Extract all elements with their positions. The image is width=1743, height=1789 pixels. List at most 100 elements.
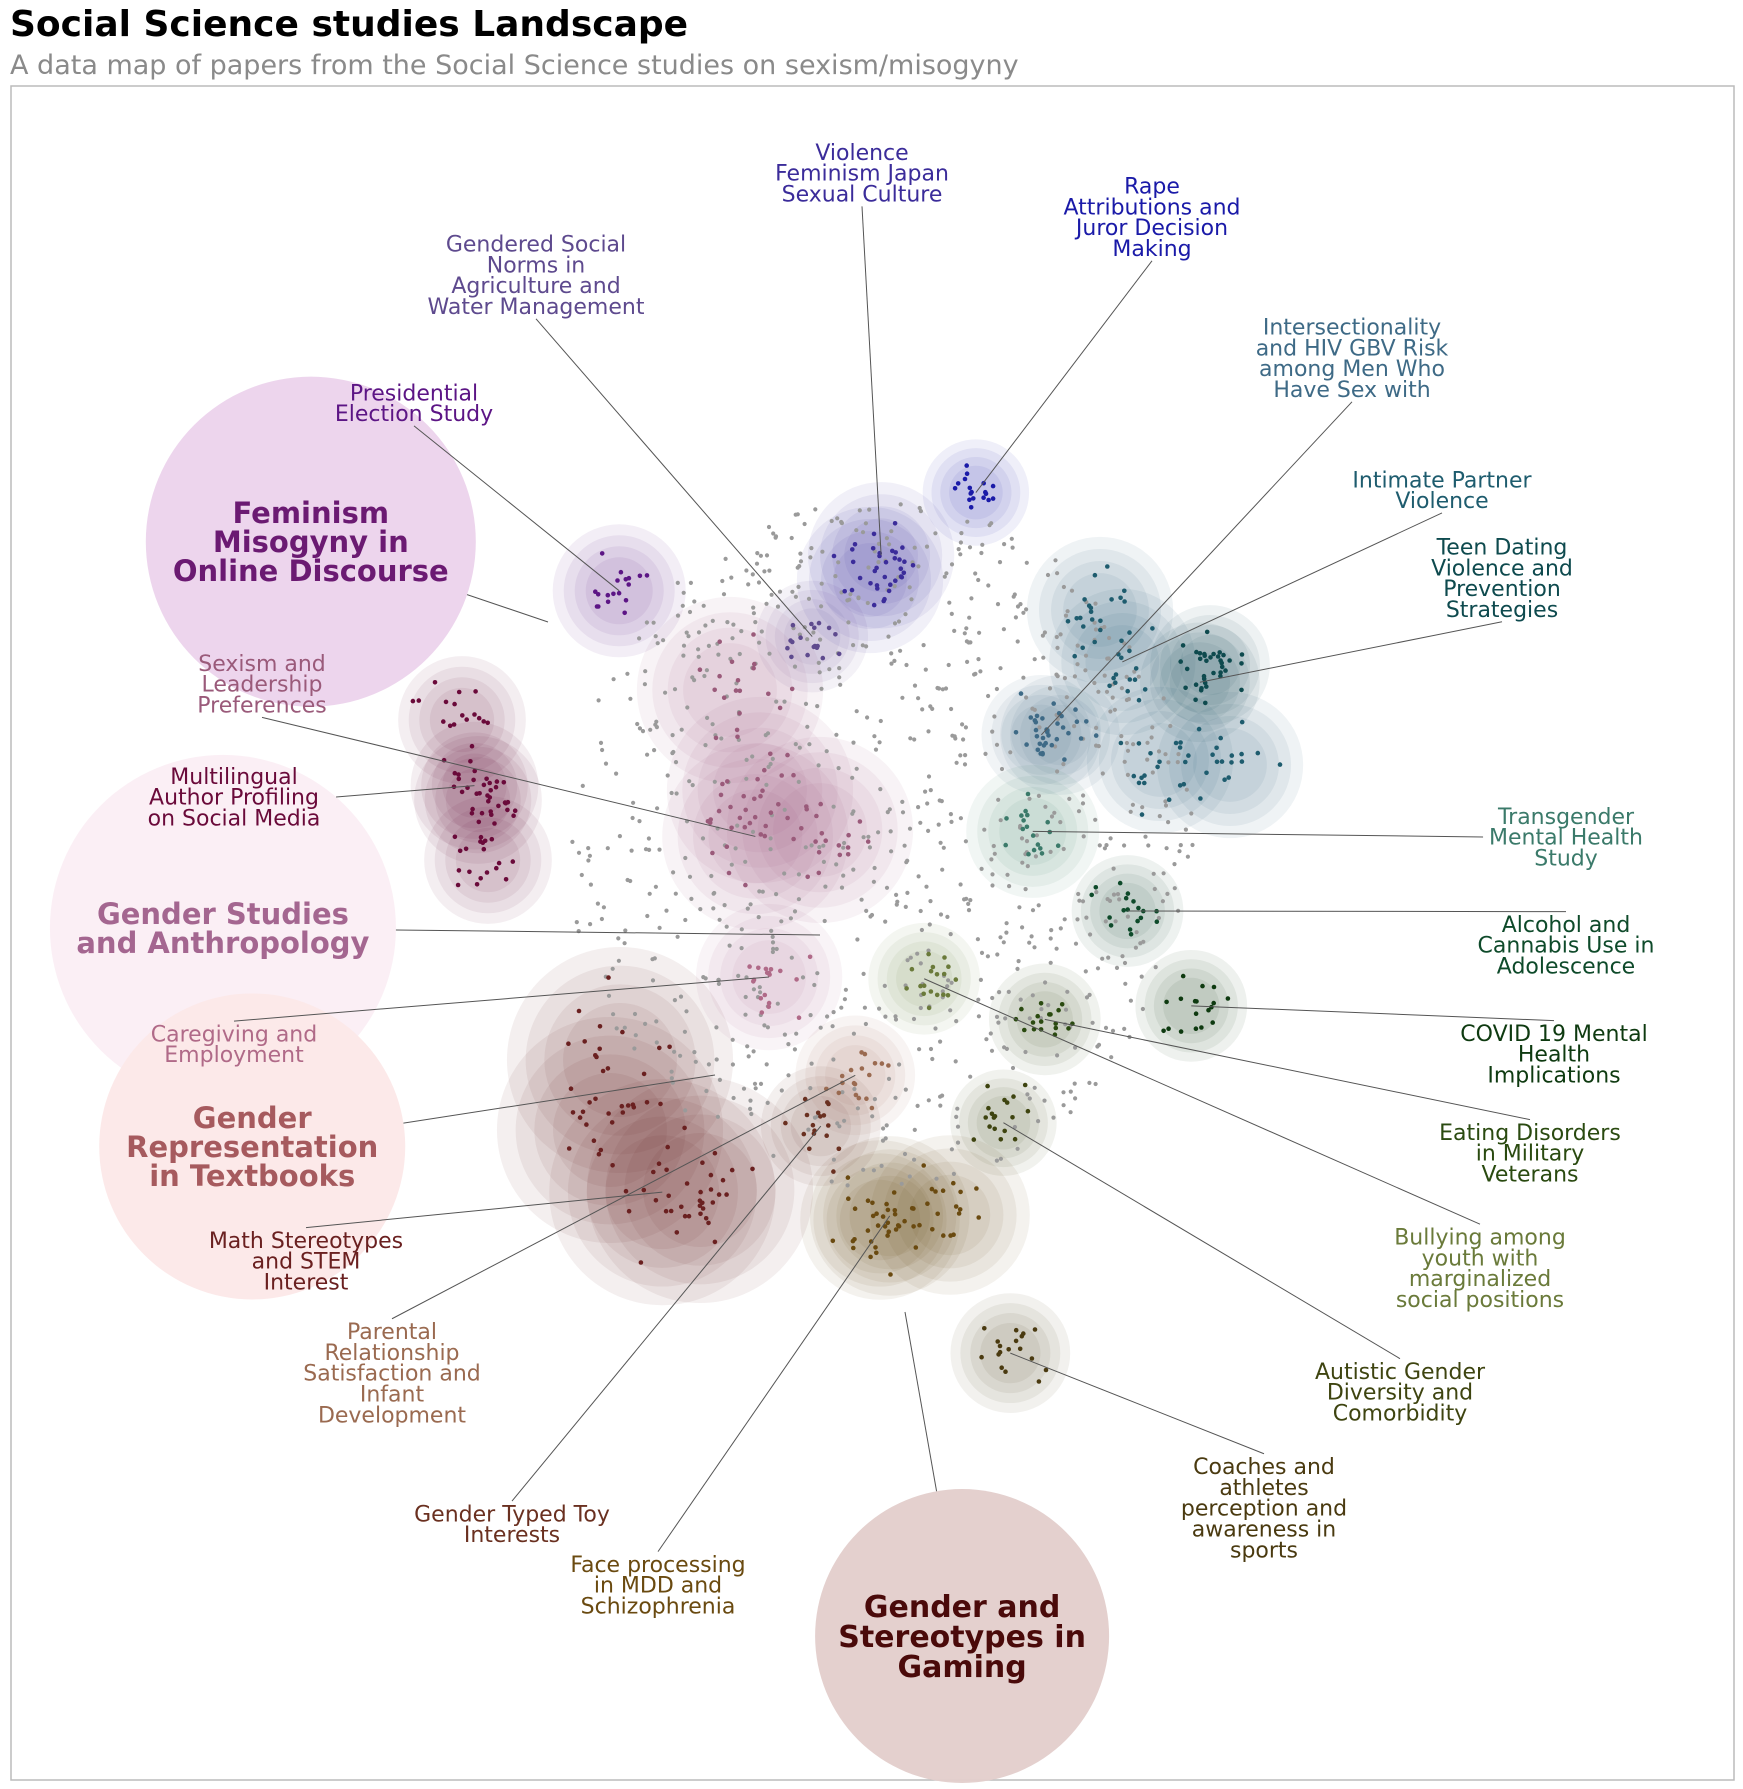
cluster-point-eating-disorders-in-military-veterans [1053, 1025, 1059, 1031]
background-point [979, 550, 984, 556]
cluster-point-multilingual-author-profiling-on-social-media [460, 713, 465, 718]
cluster-point-math-stereotypes-and-stem-interest [750, 1166, 755, 1172]
background-point [1011, 594, 1016, 599]
background-point [749, 1111, 754, 1117]
cluster-point-violence-feminism-japan-sexual-culture [850, 559, 856, 565]
cluster-point-multilingual-author-profiling-on-social-media [478, 834, 484, 840]
background-point [949, 611, 954, 617]
cluster-density-sexism-and-leadership-preferences [713, 743, 807, 837]
background-point [884, 536, 890, 541]
cluster-density-multilingual-author-profiling-on-social-media [419, 677, 505, 763]
background-point [990, 872, 995, 877]
background-point [866, 565, 871, 570]
background-point [893, 1095, 898, 1100]
background-point [819, 686, 824, 691]
background-point [629, 848, 634, 853]
cluster-point-violence-feminism-japan-sexual-culture [900, 545, 905, 550]
background-point [1061, 1103, 1066, 1108]
background-point [989, 857, 994, 862]
background-point [1133, 945, 1138, 950]
cluster-point-math-stereotypes-and-stem-interest [663, 1208, 669, 1214]
background-point [845, 598, 850, 603]
background-point [635, 721, 640, 727]
background-point [883, 919, 888, 924]
cluster-density-multilingual-author-profiling-on-social-media [424, 746, 532, 854]
background-point [923, 667, 928, 672]
cluster-point-violence-feminism-japan-sexual-culture [870, 546, 876, 551]
cluster-point-rape-attributions-and-juror-decision-making [962, 476, 968, 482]
background-point [642, 682, 648, 687]
cluster-point-caregiving-and-employment [747, 964, 752, 969]
cluster-density-multilingual-author-profiling-on-social-media [434, 806, 542, 914]
cluster-point-coaches-and-athletes-perception-and-awareness-in-sports [1021, 1331, 1026, 1336]
background-point [750, 572, 755, 577]
cluster-point-math-stereotypes-and-stem-interest [623, 1188, 629, 1194]
cluster-point-intimate-partner-violence [1183, 759, 1188, 765]
cluster-point-intimate-partner-violence [1118, 740, 1124, 746]
background-point [1096, 1042, 1102, 1047]
background-point [928, 788, 933, 793]
background-point [678, 994, 684, 999]
cluster-point-intimate-partner-violence [1218, 735, 1223, 741]
background-point [959, 531, 964, 536]
background-point [921, 643, 926, 648]
background-point [655, 806, 660, 811]
cluster-point-intimate-partner-violence [1118, 595, 1123, 601]
cluster-leader-gendered-social-norms-in-agriculture-and-water-management [535, 318, 813, 637]
cluster-point-eating-disorders-in-military-veterans [1059, 1002, 1065, 1007]
cluster-point-presidential-election-study [594, 604, 600, 609]
cluster-point-intersectionality-and-hiv-gbv-risk-among-men-who-have-sex-with [1049, 742, 1055, 748]
background-point [1150, 770, 1155, 775]
cluster-point-multilingual-author-profiling-on-social-media [478, 876, 484, 881]
background-point [803, 701, 809, 707]
background-point [1013, 615, 1019, 620]
cluster-point-math-stereotypes-and-stem-interest [625, 1103, 631, 1108]
cluster-density-multilingual-author-profiling-on-social-media [445, 817, 531, 903]
major-topic-leader-gender-representation-in-textbooks [403, 1074, 716, 1124]
background-point [889, 651, 894, 656]
cluster-point-intersectionality-and-hiv-gbv-risk-among-men-who-have-sex-with [1033, 727, 1039, 733]
background-point [928, 899, 933, 904]
background-point [860, 643, 865, 648]
cluster-point-teen-dating-violence-and-prevention-strategies [1204, 684, 1209, 689]
background-point [1102, 846, 1107, 851]
background-point [706, 643, 712, 649]
cluster-point-rape-attributions-and-juror-decision-making [968, 505, 974, 510]
background-point [831, 1057, 836, 1062]
background-point [916, 874, 921, 879]
cluster-point-violence-feminism-japan-sexual-culture [842, 588, 847, 594]
background-point [1055, 1053, 1060, 1058]
background-point [979, 866, 984, 872]
cluster-density-multilingual-author-profiling-on-social-media [431, 742, 518, 829]
background-point [1027, 1096, 1032, 1101]
cluster-density-teen-dating-violence-and-prevention-strategies [1140, 622, 1260, 743]
cluster-point-math-stereotypes-and-stem-interest [644, 1100, 650, 1105]
cluster-point-face-processing-in-mdd-and-schizophrenia [852, 1206, 858, 1211]
background-point [889, 529, 894, 534]
background-point [962, 631, 967, 636]
cluster-point-sexism-and-leadership-preferences [742, 824, 748, 830]
cluster-point-gendered-social-norms-in-agriculture-and-water-management [805, 652, 810, 658]
background-point [1097, 843, 1102, 848]
background-point [1015, 1146, 1020, 1151]
background-point [887, 542, 892, 547]
background-point [717, 1077, 723, 1082]
background-point [764, 1062, 769, 1067]
cluster-point-intimate-partner-violence [1092, 639, 1097, 645]
cluster-point-intimate-partner-violence [1277, 762, 1283, 767]
background-point [1178, 843, 1183, 848]
background-point [1068, 1089, 1073, 1094]
cluster-point-intersectionality-and-hiv-gbv-risk-among-men-who-have-sex-with [1066, 730, 1071, 736]
background-point [1034, 833, 1039, 838]
background-point [963, 725, 969, 730]
cluster-point-sexism-and-leadership-preferences [728, 804, 733, 810]
cluster-point-intimate-partner-violence [1133, 666, 1139, 671]
background-point [1077, 898, 1082, 903]
cluster-point-face-processing-in-mdd-and-schizophrenia [868, 1254, 873, 1260]
background-point [837, 1124, 842, 1129]
background-point [951, 1171, 957, 1176]
cluster-point-multilingual-author-profiling-on-social-media [489, 836, 495, 842]
cluster-leader-intimate-partner-violence [1122, 512, 1443, 663]
